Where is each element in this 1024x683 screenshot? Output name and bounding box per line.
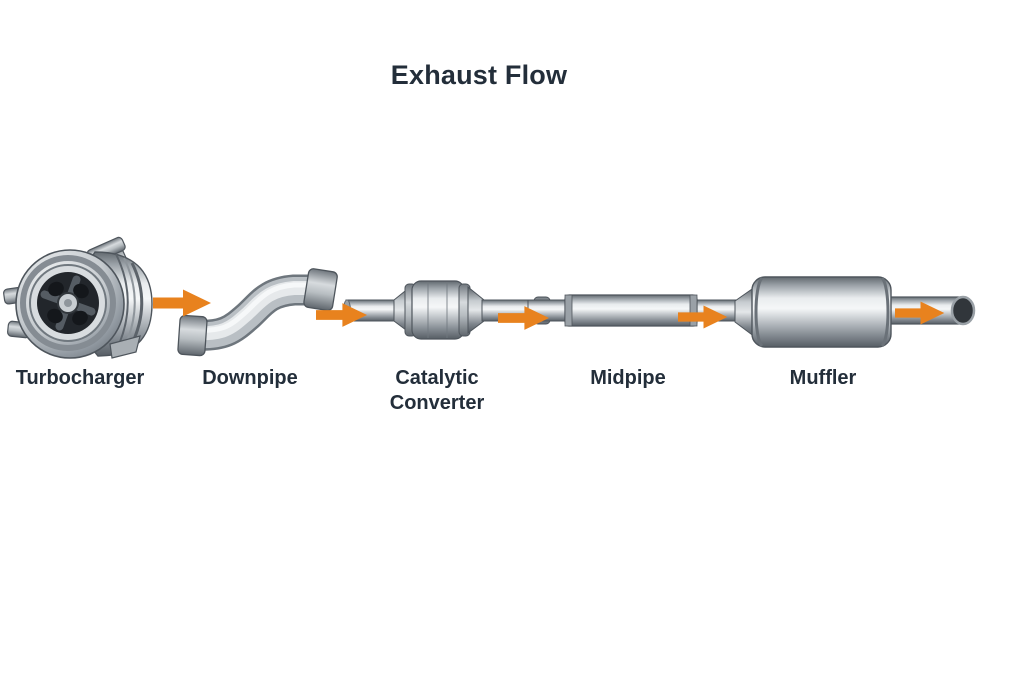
label-downpipe: Downpipe <box>202 367 298 389</box>
midpipe-illustration <box>527 294 757 327</box>
flow-arrow-icon <box>153 289 211 317</box>
label-muffler: Muffler <box>789 367 857 389</box>
label-turbocharger: Turbocharger <box>15 367 145 389</box>
downpipe-illustration <box>177 268 338 357</box>
flow-arrow-icon <box>316 303 368 327</box>
label-midpipe: Midpipe <box>590 367 666 389</box>
page-title: Exhaust Flow <box>390 60 568 90</box>
flow-arrow-icon <box>498 306 550 330</box>
catalytic-converter-illustration <box>343 280 539 340</box>
flow-arrow-icon <box>895 301 945 325</box>
flow-arrow-icon <box>678 305 728 329</box>
turbocharger-illustration <box>3 236 153 359</box>
label-catalytic-converter: Catalytic Converter <box>389 367 485 414</box>
flow-arrows <box>153 289 945 330</box>
